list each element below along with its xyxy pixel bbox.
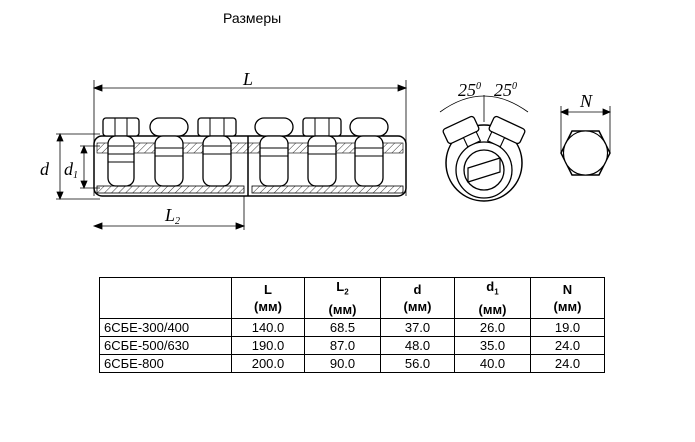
cell-d1: 26.0: [454, 317, 531, 337]
header-cell-N: N(мм): [530, 277, 605, 319]
angle-dimension: [439, 95, 529, 122]
cell-N: 19.0: [530, 317, 605, 337]
bolt-4: [254, 117, 294, 187]
label-N: N: [579, 91, 593, 111]
header-cell-L2: L2(мм): [304, 277, 381, 319]
header-cell-L: L(мм): [231, 277, 305, 319]
cell-L2: 90.0: [304, 353, 381, 373]
cell-d: 37.0: [380, 317, 455, 337]
cell-d: 56.0: [380, 353, 455, 373]
header-cell-blank: [99, 277, 232, 319]
cell-L2: 68.5: [304, 317, 381, 337]
table-row: 6СБЕ-800 200.0 90.0 56.0 40.0 24.0: [99, 353, 605, 373]
label-angle-left: 250: [458, 80, 481, 100]
angle-left-value: 25: [458, 80, 476, 100]
cell-N: 24.0: [530, 353, 605, 373]
dimension-d: [56, 132, 100, 201]
header-cell-d: d(мм): [380, 277, 455, 319]
dimension-d1: [80, 144, 100, 190]
cell-N: 24.0: [530, 335, 605, 355]
hex-nut-view: [560, 130, 611, 176]
angle-right-value: 25: [494, 80, 512, 100]
table-row: 6СБЕ-500/630 190.0 87.0 48.0 35.0 24.0: [99, 335, 605, 355]
label-L2-main: L: [164, 205, 175, 225]
dimension-N: [559, 106, 612, 153]
label-L2-sub: 2: [175, 216, 180, 227]
page-title: Размеры: [223, 10, 282, 26]
table-header-row: L(мм) L2(мм) d(мм) d1(мм) N(мм): [99, 277, 605, 319]
bolt-5: [302, 117, 342, 187]
row-name: 6СБЕ-300/400: [99, 317, 232, 337]
cell-d1: 40.0: [454, 353, 531, 373]
bolt-2: [149, 117, 189, 187]
technical-drawing: L: [40, 69, 612, 230]
row-name: 6СБЕ-800: [99, 353, 232, 373]
angle-left-unit: 0: [476, 81, 481, 92]
header-cell-d1: d1(мм): [454, 277, 531, 319]
dimension-L2: [92, 196, 246, 230]
table-row: 6СБЕ-300/400 140.0 68.5 37.0 26.0 19.0: [99, 317, 605, 337]
label-L2: L2: [164, 205, 180, 227]
cell-L: 140.0: [231, 317, 305, 337]
bolt-6: [349, 117, 389, 187]
bolt-1: [102, 117, 140, 187]
label-d1-main: d: [64, 159, 74, 179]
cell-d: 48.0: [380, 335, 455, 355]
angle-right-unit: 0: [512, 81, 517, 92]
label-angle-right: 250: [494, 80, 517, 100]
label-d: d: [40, 159, 50, 179]
label-L: L: [242, 69, 253, 89]
cell-L: 190.0: [231, 335, 305, 355]
row-name: 6СБЕ-500/630: [99, 335, 232, 355]
cell-L: 200.0: [231, 353, 305, 373]
label-d1-sub: 1: [73, 170, 78, 181]
clamp-end-view: [442, 115, 526, 202]
label-d1: d1: [64, 159, 78, 181]
bolt-3: [197, 117, 237, 187]
cell-d1: 35.0: [454, 335, 531, 355]
dimensions-table: L(мм) L2(мм) d(мм) d1(мм) N(мм) 6СБЕ-300…: [99, 277, 605, 373]
cell-L2: 87.0: [304, 335, 381, 355]
